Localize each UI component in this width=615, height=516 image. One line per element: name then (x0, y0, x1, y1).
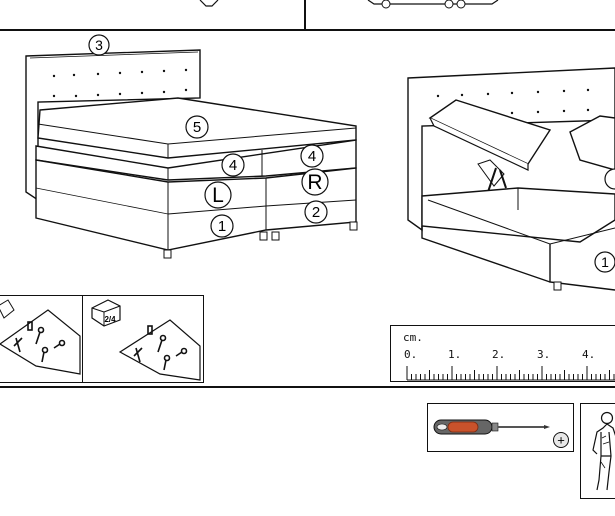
ruler-tick-0: 0. (404, 348, 418, 361)
svg-text:5: 5 (193, 119, 201, 136)
svg-text:L: L (212, 184, 224, 207)
svg-text:4: 4 (308, 148, 316, 165)
svg-text:+: + (557, 433, 565, 448)
ruler-tick-1: 1. (448, 348, 462, 361)
ruler-scale (406, 366, 615, 381)
parcel-divider (82, 295, 84, 383)
callout-4-open (604, 168, 615, 190)
svg-text:2: 2 (312, 204, 320, 221)
screwdriver-card: + (427, 403, 574, 452)
top-strip (0, 0, 615, 31)
svg-text:1: 1 (218, 218, 226, 235)
bed-illustration (25, 49, 358, 259)
callout-left: L (204, 181, 232, 209)
ruler-tick-4: 4. (582, 348, 596, 361)
ruler-tick-2: 2. (492, 348, 506, 361)
ruler: cm. 0. 1. 2. 3. 4. (390, 325, 615, 382)
screwdriver-icon (433, 419, 550, 435)
svg-text:3: 3 (95, 37, 103, 53)
section-divider (0, 386, 615, 388)
callout-5: 5 (185, 115, 209, 139)
phillips-plus-icon: + (553, 432, 569, 448)
ruler-tick-3: 3. (537, 348, 551, 361)
person-icon (592, 411, 615, 491)
person-card (580, 403, 615, 499)
callout-4-left: 4 (221, 153, 245, 177)
svg-text:4: 4 (229, 157, 237, 174)
callout-3: 3 (88, 34, 110, 56)
parcel-2: 2/4 (91, 299, 201, 381)
svg-text:1: 1 (601, 254, 609, 270)
callout-right: R (301, 168, 329, 196)
open-storage-bed-illustration (407, 67, 615, 291)
callout-1: 1 (210, 214, 234, 238)
svg-text:2/4: 2/4 (104, 315, 116, 324)
callout-4-right: 4 (300, 144, 324, 168)
callout-1-open: 1 (594, 251, 615, 273)
svg-text:R: R (307, 171, 322, 194)
hardware-parcel-panel (0, 295, 204, 383)
ruler-unit: cm. (403, 331, 423, 344)
callout-2: 2 (304, 200, 328, 224)
parcel-1 (0, 299, 81, 375)
